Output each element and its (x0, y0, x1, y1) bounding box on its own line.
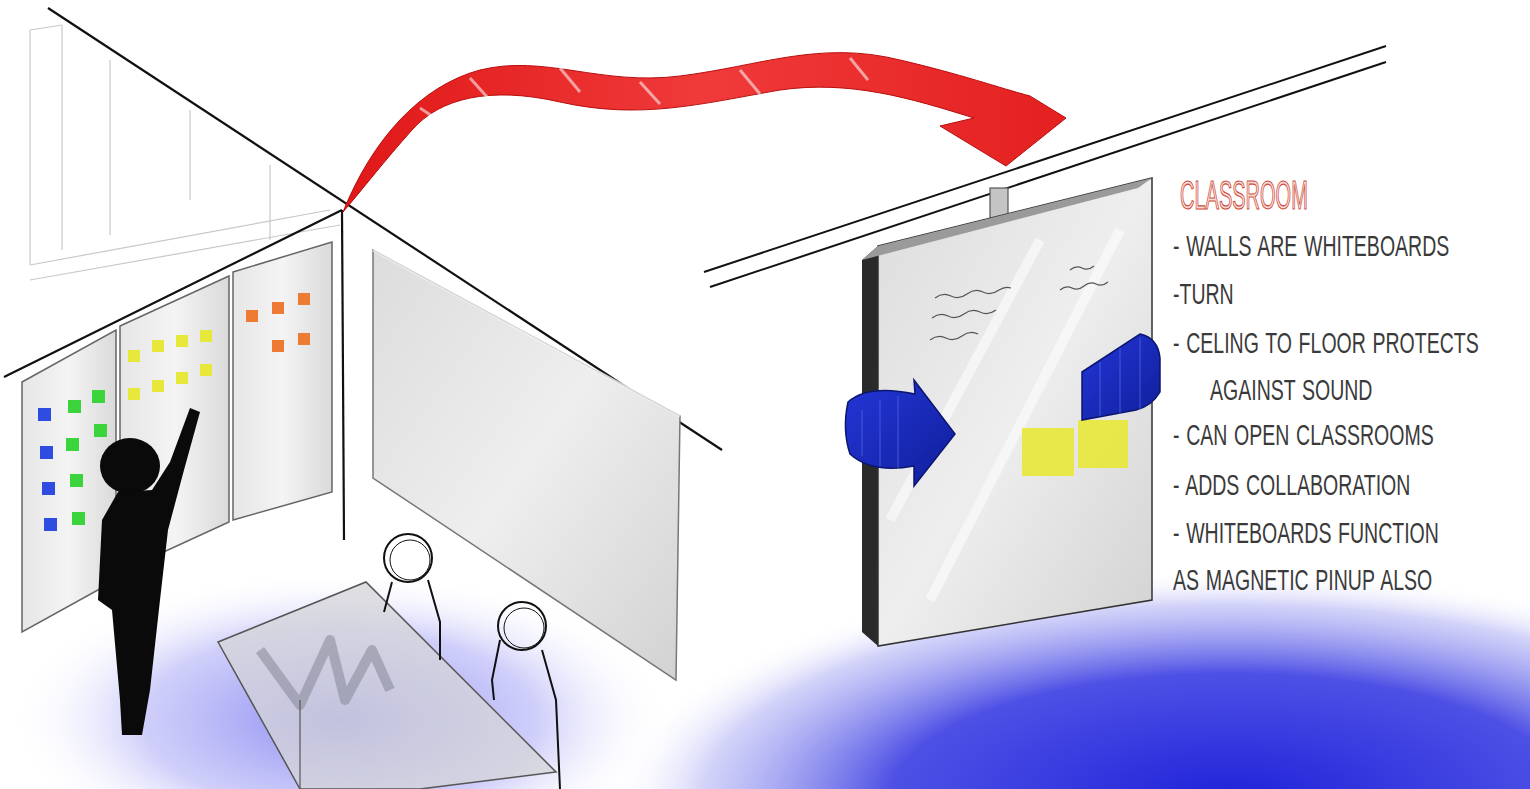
sticky-note (298, 333, 310, 345)
ribbon-highlight (740, 70, 760, 94)
note-text: - CELING TO FLOOR PROTECTS AGAINST SOUND (1173, 319, 1511, 413)
board-highlight (373, 250, 680, 416)
table-scribble (260, 640, 390, 705)
window-line (189, 110, 190, 200)
sticky-note (272, 302, 284, 314)
sticky-note (1078, 420, 1128, 468)
note-heading: CLASSROOM (1180, 175, 1308, 215)
sticky-note (128, 350, 140, 362)
window-grid (30, 25, 340, 280)
seated-students (384, 534, 560, 789)
sticky-note (1022, 428, 1074, 476)
sticky-note (68, 400, 81, 413)
scribble-line (935, 287, 1011, 298)
ribbon-highlight (640, 82, 660, 104)
window-line (269, 165, 270, 240)
student-head (384, 534, 432, 582)
sticky-note (94, 424, 107, 437)
standing-person (98, 408, 200, 735)
whiteboard-panel (233, 242, 332, 520)
sticky-note (40, 446, 53, 459)
scribble-line (932, 310, 996, 318)
sticky-note (176, 372, 188, 384)
note-text: - WHITEBOARDS FUNCTION AS MAGNETIC PINUP… (1173, 509, 1451, 603)
scribble-line (1060, 282, 1108, 290)
sticky-note (152, 380, 164, 392)
window-line (30, 25, 62, 30)
sticky-note (176, 335, 188, 347)
rotation-arrow (1082, 334, 1160, 420)
wall-panels (22, 242, 332, 632)
texture-line (1140, 338, 1141, 410)
note-text: - ADDS COLLABORATION (1173, 461, 1530, 508)
scribble-line (1070, 266, 1094, 270)
window-line (109, 60, 110, 235)
sticky-note (72, 512, 85, 525)
note-text: - WALLS ARE WHITEBOARDS (1173, 222, 1530, 269)
wall-corner-edge (342, 210, 344, 540)
sticky-note (38, 408, 51, 421)
ribbon-highlight (560, 68, 580, 92)
window-line (61, 25, 62, 250)
scribble-line (930, 332, 978, 340)
table-top (218, 582, 556, 789)
sticky-note (246, 310, 258, 322)
student-body (492, 640, 560, 789)
sticky-note (298, 293, 310, 305)
student-body (384, 580, 440, 660)
texture-line (880, 400, 881, 466)
texture-line (862, 410, 863, 456)
student-head (504, 608, 544, 648)
window-line (29, 30, 30, 265)
ribbon-highlight (470, 78, 488, 98)
person-head (100, 438, 160, 494)
sticky-note (200, 330, 212, 342)
note-text: - CAN OPEN CLASSROOMS (1173, 411, 1530, 458)
sticky-note (272, 340, 284, 352)
texture-line (1100, 362, 1101, 416)
sticky-note (66, 438, 79, 451)
arrow-texture (862, 338, 1140, 468)
wall-whiteboard (373, 250, 680, 680)
board-scribbles (930, 266, 1108, 340)
sticky-note (44, 518, 57, 531)
ribbon-highlight (420, 108, 438, 120)
sticky-note (152, 340, 164, 352)
sticky-note (42, 482, 55, 495)
texture-line (1120, 348, 1121, 414)
table-leg (299, 700, 300, 789)
sticky-note (128, 388, 140, 400)
student-head (498, 602, 546, 650)
ribbon-highlights (420, 58, 868, 120)
ribbon-highlight (850, 58, 868, 80)
note-text: -TURN (1173, 270, 1530, 317)
sticky-note (70, 474, 83, 487)
sticky-note (200, 364, 212, 376)
sticky-note (92, 390, 105, 403)
board-highlight (890, 240, 1040, 520)
student-head (390, 540, 430, 580)
texture-line (898, 396, 899, 468)
rotation-arrow (845, 380, 955, 486)
person-body (98, 408, 200, 735)
